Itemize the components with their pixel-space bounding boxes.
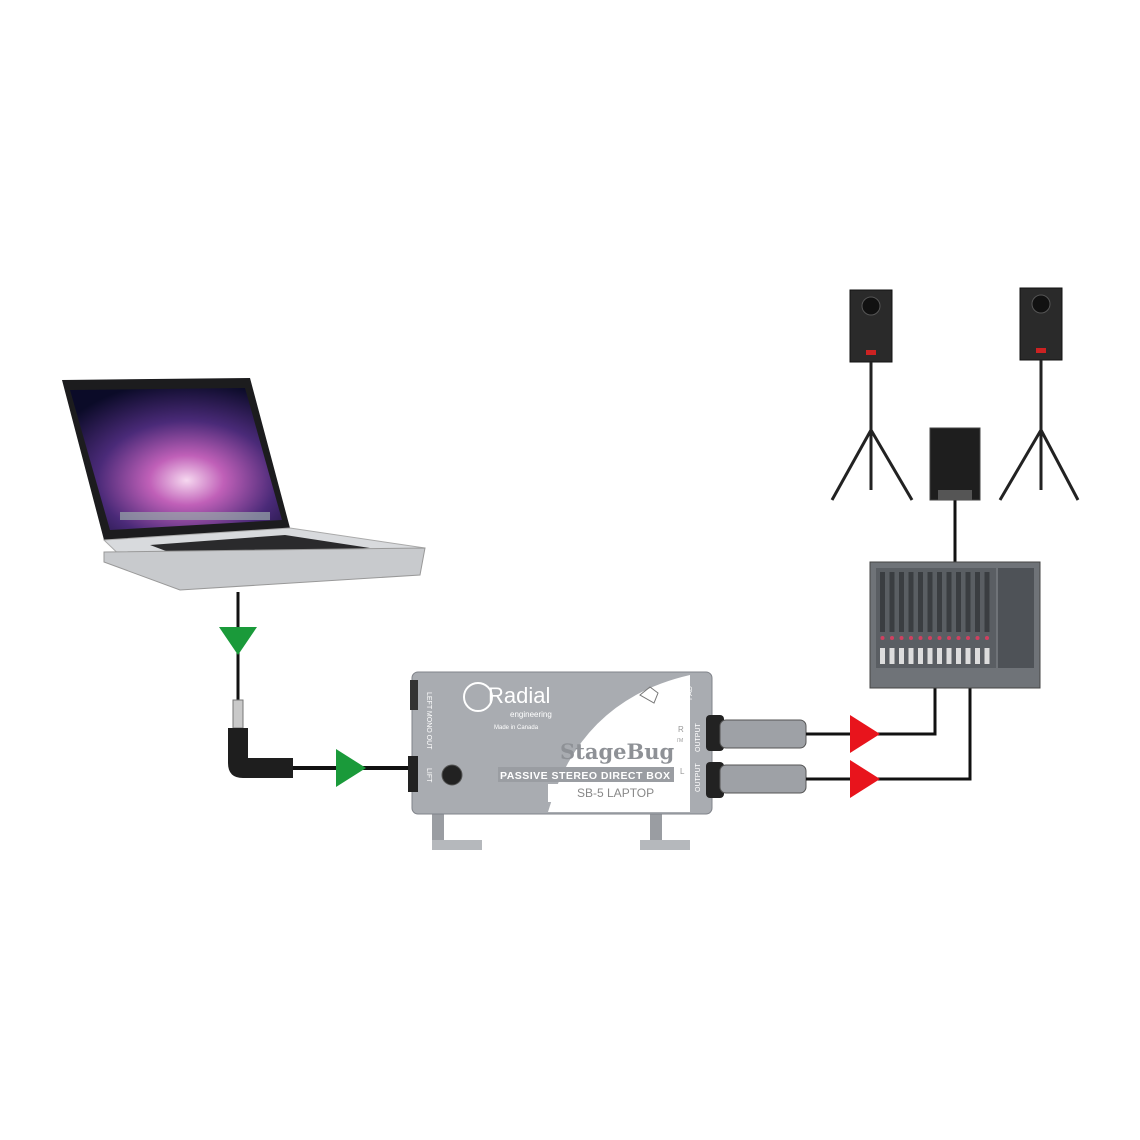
mixer-knob bbox=[880, 636, 885, 640]
trademark: TM bbox=[676, 738, 683, 744]
mixer-fader bbox=[956, 648, 961, 664]
mixer-fader bbox=[889, 648, 895, 664]
laptop-wallpaper bbox=[70, 388, 282, 530]
mixer-channel-strip bbox=[965, 572, 971, 632]
mixer-knob bbox=[966, 636, 970, 640]
speaker-left bbox=[830, 289, 914, 501]
mixer-channel-strip bbox=[975, 572, 980, 632]
mixer-channel-strip bbox=[880, 572, 885, 632]
mixer-knob bbox=[956, 636, 961, 640]
mixer-channel-strip bbox=[937, 572, 942, 632]
mixer-fader bbox=[908, 648, 914, 664]
mixer-fader bbox=[984, 648, 990, 664]
mixer-channel-strip bbox=[946, 572, 952, 632]
mixer-knob bbox=[899, 636, 904, 640]
mixer-knob bbox=[937, 636, 942, 640]
right-angle-jack bbox=[228, 728, 293, 778]
mixer-fader bbox=[975, 648, 980, 664]
mixer-channel-strip bbox=[908, 572, 914, 632]
subwoofer-body bbox=[929, 427, 981, 501]
product-description: PASSIVE STEREO DIRECT BOX bbox=[500, 770, 670, 782]
l-label: L bbox=[680, 767, 685, 776]
mixer-channel-strip bbox=[984, 572, 990, 632]
product-name: StageBug bbox=[560, 739, 675, 764]
pad-label: PAD bbox=[687, 686, 694, 700]
made-in-label: Made in Canada bbox=[494, 725, 539, 731]
mini-jack-plug bbox=[232, 699, 244, 729]
mixer-fader bbox=[918, 648, 923, 664]
output-l-label: OUTPUT bbox=[695, 763, 702, 793]
r-label: R bbox=[678, 725, 684, 734]
di-box: Radial engineering Made in Canada StageB… bbox=[408, 671, 713, 850]
xlr-l-plug bbox=[719, 764, 807, 794]
lift-label: LIFT bbox=[425, 768, 432, 783]
mixer-fader bbox=[880, 648, 885, 664]
output-arrow-r-icon bbox=[850, 715, 880, 753]
mixer-fader bbox=[899, 648, 904, 664]
mixer-fader bbox=[937, 648, 942, 664]
input-cable bbox=[219, 592, 412, 787]
mixer-channel-strip bbox=[899, 572, 904, 632]
mixer-knob bbox=[918, 636, 923, 640]
mixer bbox=[869, 561, 1041, 689]
output-arrow-l-icon bbox=[850, 760, 880, 798]
mixer-channel-strip bbox=[956, 572, 961, 632]
subwoofer bbox=[929, 427, 981, 501]
model-label: SB-5 LAPTOP bbox=[577, 786, 654, 800]
speaker-right bbox=[998, 287, 1080, 501]
input-arrow-right-icon bbox=[336, 749, 366, 787]
bug-icon bbox=[639, 686, 659, 704]
mixer-knob bbox=[928, 636, 932, 640]
mixer-knob bbox=[975, 636, 980, 640]
mixer-knob bbox=[947, 636, 951, 640]
output-r-label: OUTPUT bbox=[695, 723, 702, 753]
laptop-dock bbox=[120, 512, 270, 520]
laptop bbox=[62, 378, 426, 591]
mixer-channel-strip bbox=[889, 572, 895, 632]
brand-sub: engineering bbox=[510, 710, 552, 719]
left-mono-out-label: LEFT MONO OUT bbox=[425, 692, 432, 750]
xlr-connectors bbox=[706, 715, 807, 798]
xlr-r-plug bbox=[719, 719, 807, 749]
mixer-channel-strip bbox=[918, 572, 923, 632]
mixer-fader bbox=[965, 648, 971, 664]
mixer-fader bbox=[946, 648, 952, 664]
input-arrow-down-icon bbox=[219, 627, 257, 655]
output-cables bbox=[806, 500, 972, 798]
laptop-base bbox=[103, 547, 426, 591]
mixer-channel-strip bbox=[927, 572, 933, 632]
brand-name: Radial bbox=[488, 683, 550, 708]
mixer-knob bbox=[985, 636, 989, 640]
radial-logo-icon bbox=[463, 682, 493, 712]
lift-switch[interactable] bbox=[441, 764, 463, 786]
mixer-fader bbox=[927, 648, 933, 664]
mixer-knob bbox=[909, 636, 913, 640]
mixer-knob bbox=[890, 636, 894, 640]
